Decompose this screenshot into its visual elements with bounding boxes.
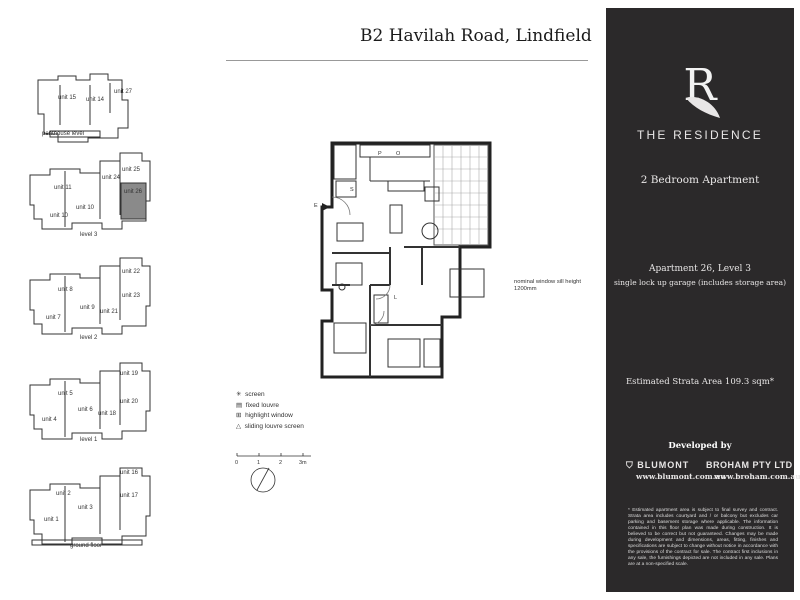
scale-mark: 0 bbox=[235, 460, 238, 466]
unit-label: unit 19 bbox=[120, 371, 139, 377]
unit-label: unit 10 bbox=[76, 205, 95, 211]
legend: ✳ screen ▤ fixed louvre ⊞ highlight wind… bbox=[236, 390, 304, 432]
scale-mark: 2 bbox=[279, 460, 282, 466]
unit-label: unit 15 bbox=[58, 95, 77, 101]
developer-website: www.broham.com.au bbox=[714, 472, 800, 481]
round-table bbox=[421, 222, 439, 240]
unit-label: unit 11 bbox=[54, 185, 72, 191]
balcony-tiles bbox=[433, 144, 489, 246]
unit-label: unit 26 bbox=[124, 189, 143, 195]
bed-main bbox=[449, 268, 485, 298]
developer-broham: BROHAM PTY LTD bbox=[706, 460, 793, 470]
unit-label: unit 23 bbox=[122, 293, 141, 299]
unit-label: unit 8 bbox=[58, 287, 73, 293]
legend-item: highlight window bbox=[245, 412, 293, 419]
legend-item: screen bbox=[245, 391, 265, 398]
bed-second bbox=[333, 322, 367, 354]
floor-plan: P O E S L bbox=[314, 141, 492, 379]
label-p: P bbox=[378, 151, 382, 157]
unit-level: Apartment 26, Level 3 bbox=[648, 264, 752, 274]
label-l: L bbox=[394, 295, 397, 301]
highlight-window-icon: ⊞ bbox=[236, 412, 242, 419]
scale-mark: 3m bbox=[299, 460, 307, 466]
unit-label: unit 27 bbox=[114, 89, 133, 95]
developed-by-heading: Developed by bbox=[668, 441, 732, 451]
unit-label: unit 1 bbox=[44, 517, 59, 523]
unit-label: unit 6 bbox=[78, 407, 93, 413]
label-s: S bbox=[350, 187, 354, 193]
unit-label: unit 17 bbox=[120, 493, 139, 499]
kitchen-bench bbox=[359, 144, 431, 158]
page-title: B2 Havilah Road, Lindfield bbox=[360, 26, 592, 46]
label-o: O bbox=[396, 151, 401, 157]
keyplan-penthouse bbox=[37, 73, 129, 143]
apartment-type: 2 Bedroom Apartment bbox=[640, 174, 760, 186]
title-divider bbox=[226, 60, 588, 61]
unit-label: unit 22 bbox=[122, 269, 141, 275]
keyplan-level-label: level 1 bbox=[80, 437, 98, 443]
keyplan-level-label: level 2 bbox=[80, 335, 98, 341]
unit-label: unit 18 bbox=[98, 411, 117, 417]
entry-arrow bbox=[322, 203, 330, 211]
legend-item: fixed louvre bbox=[245, 401, 280, 409]
leaf-logo-icon bbox=[686, 96, 720, 118]
unit-label: unit 9 bbox=[80, 305, 95, 311]
sliding-louvre-icon: △ bbox=[236, 422, 241, 430]
fixed-louvre-icon: ▤ bbox=[236, 401, 243, 409]
keyplan-level-2 bbox=[29, 257, 151, 335]
scale-bar bbox=[236, 453, 311, 457]
keyplan-ground bbox=[29, 467, 151, 546]
unit-label: unit 14 bbox=[86, 97, 105, 103]
legend-item: sliding louvre screen bbox=[244, 422, 304, 430]
window-sill-note: nominal window sill height 1200mm bbox=[514, 279, 582, 292]
unit-label: unit 21 bbox=[100, 309, 119, 315]
unit-label: unit 7 bbox=[46, 315, 61, 321]
brand-name: THE RESIDENCE bbox=[637, 128, 763, 142]
scale-mark: 1 bbox=[257, 460, 260, 466]
keyplan-level-label: level 3 bbox=[80, 232, 98, 238]
strata-area: Estimated Strata Area 109.3 sqm* bbox=[625, 377, 775, 387]
keyplan-level-label: ground floor bbox=[70, 543, 103, 549]
unit-label: unit 3 bbox=[78, 505, 93, 511]
keyplan-highlight-unit-26 bbox=[120, 182, 147, 220]
unit-label: unit 24 bbox=[102, 175, 121, 181]
developer-website: www.blumont.com.au bbox=[636, 472, 726, 481]
screen-icon: ✳ bbox=[236, 391, 242, 398]
north-arrow-icon bbox=[250, 467, 276, 493]
keyplan-labels: unit 15 unit 14 unit 27 penthouse level … bbox=[20, 65, 160, 565]
info-panel: R THE RESIDENCE 2 Bedroom Apartment Apar… bbox=[606, 8, 800, 592]
keyplans bbox=[29, 73, 151, 546]
keyplan-level-1 bbox=[29, 362, 151, 440]
developer-name: BLUMONT bbox=[637, 460, 690, 470]
blumont-shield-icon: ⛉ bbox=[626, 460, 634, 470]
scale-and-north: 0 1 2 3m bbox=[235, 453, 311, 493]
dining-table bbox=[336, 222, 364, 242]
unit-label: unit 2 bbox=[56, 491, 71, 497]
unit-label: unit 10 bbox=[50, 213, 69, 219]
unit-label: unit 25 bbox=[122, 167, 141, 173]
label-entry: E bbox=[314, 203, 318, 209]
developer-blumont: ⛉ BLUMONT bbox=[626, 460, 689, 471]
unit-label: unit 16 bbox=[120, 470, 139, 476]
unit-label: unit 20 bbox=[120, 399, 139, 405]
unit-label: unit 4 bbox=[42, 417, 57, 423]
keyplan-level-label: penthouse level bbox=[42, 131, 85, 137]
unit-label: unit 5 bbox=[58, 391, 73, 397]
garage-info: single lock up garage (includes storage … bbox=[613, 278, 787, 287]
disclaimer: * Estimated apartment area is subject to… bbox=[628, 508, 778, 567]
